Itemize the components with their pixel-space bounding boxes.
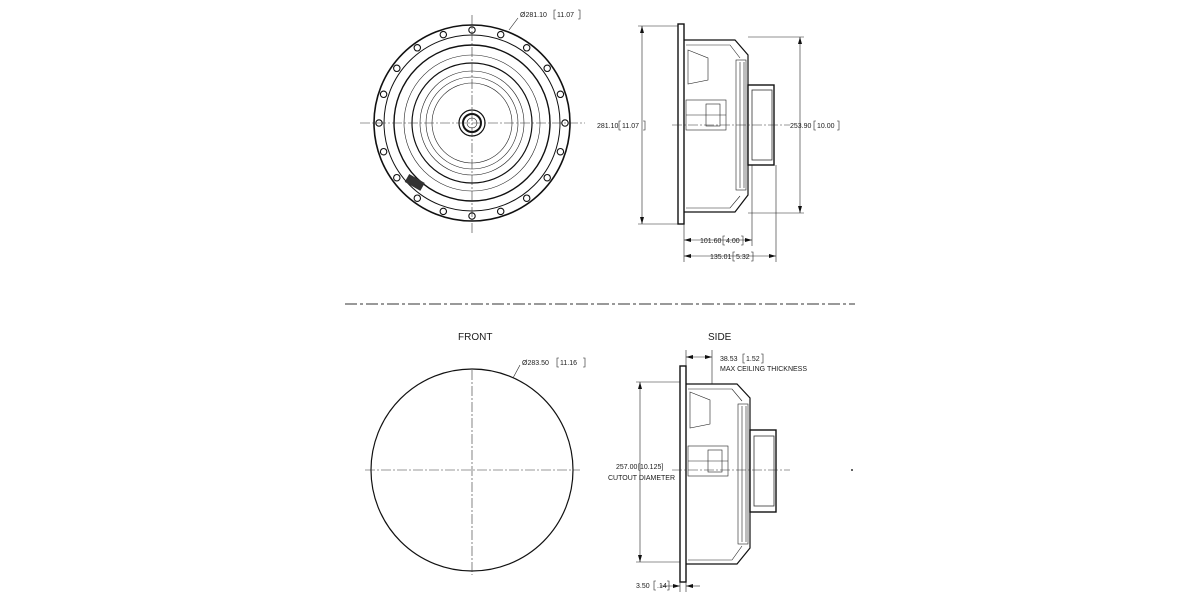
dim-side-top-height: 281.10: [597, 123, 619, 130]
bolt-hole: [413, 44, 422, 52]
bolt-hole: [393, 64, 401, 73]
bolt-hole: [439, 30, 448, 39]
dim-front-bottom-dia-in: 11.16: [560, 360, 577, 367]
front-label: FRONT: [458, 332, 492, 343]
dim-front-top-dia-in: 11.07: [557, 12, 574, 19]
side-view-bottom: [636, 350, 853, 592]
dim-front-top-dia: Ø281.10: [520, 12, 547, 19]
bolt-hole: [543, 173, 551, 182]
bolt-hole: [543, 64, 551, 73]
dim-ceiling-note: MAX CEILING THICKNESS: [720, 366, 807, 373]
dim-depth-a-in: 4.00: [726, 238, 740, 245]
bolt-hole: [556, 147, 565, 156]
bolt-hole: [468, 212, 476, 220]
bolt-hole: [375, 119, 383, 127]
side-view-top: [638, 23, 804, 262]
dim-ceiling-thickness: 38.53: [720, 356, 738, 363]
bolt-hole: [393, 173, 401, 182]
dim-depth-a: 101.60: [700, 238, 722, 245]
bolt-hole: [561, 119, 569, 127]
dim-side-top-inner: 253.90: [790, 123, 812, 130]
dim-flange: 3.50: [636, 583, 650, 590]
dim-ceiling-thickness-in: 1.52: [746, 356, 760, 363]
bolt-hole: [522, 194, 531, 202]
side-label: SIDE: [708, 332, 732, 343]
dim-cutout-note: CUTOUT DIAMETER: [608, 475, 675, 482]
bolt-hole: [413, 194, 422, 202]
front-view-speaker: [360, 15, 585, 235]
bolt-hole: [379, 90, 388, 99]
dim-depth-b: 135.01: [710, 254, 732, 261]
dim-cutout-in: [10.125]: [638, 464, 663, 471]
dim-side-top-height-in: 11.07: [622, 123, 639, 130]
dim-cutout: 257.00: [616, 464, 638, 471]
bolt-hole: [379, 147, 388, 156]
dim-front-bottom-dia: Ø283.50: [522, 360, 549, 367]
bolt-hole: [522, 44, 531, 52]
dim-depth-b-in: 5.32: [736, 254, 750, 261]
bolt-hole: [496, 207, 505, 216]
annotations: FRONT SIDE Ø281.10 11.07 281.10 11.07 25…: [458, 12, 835, 590]
bolt-hole: [468, 26, 476, 34]
dim-side-top-inner-in: 10.00: [817, 123, 835, 130]
dim-flange-in: .14: [657, 583, 667, 590]
inch-brackets: [553, 9, 840, 591]
bolt-hole: [496, 30, 505, 39]
front-view-grille: [365, 364, 580, 575]
bolt-hole: [439, 207, 448, 216]
bolt-hole: [556, 90, 565, 99]
